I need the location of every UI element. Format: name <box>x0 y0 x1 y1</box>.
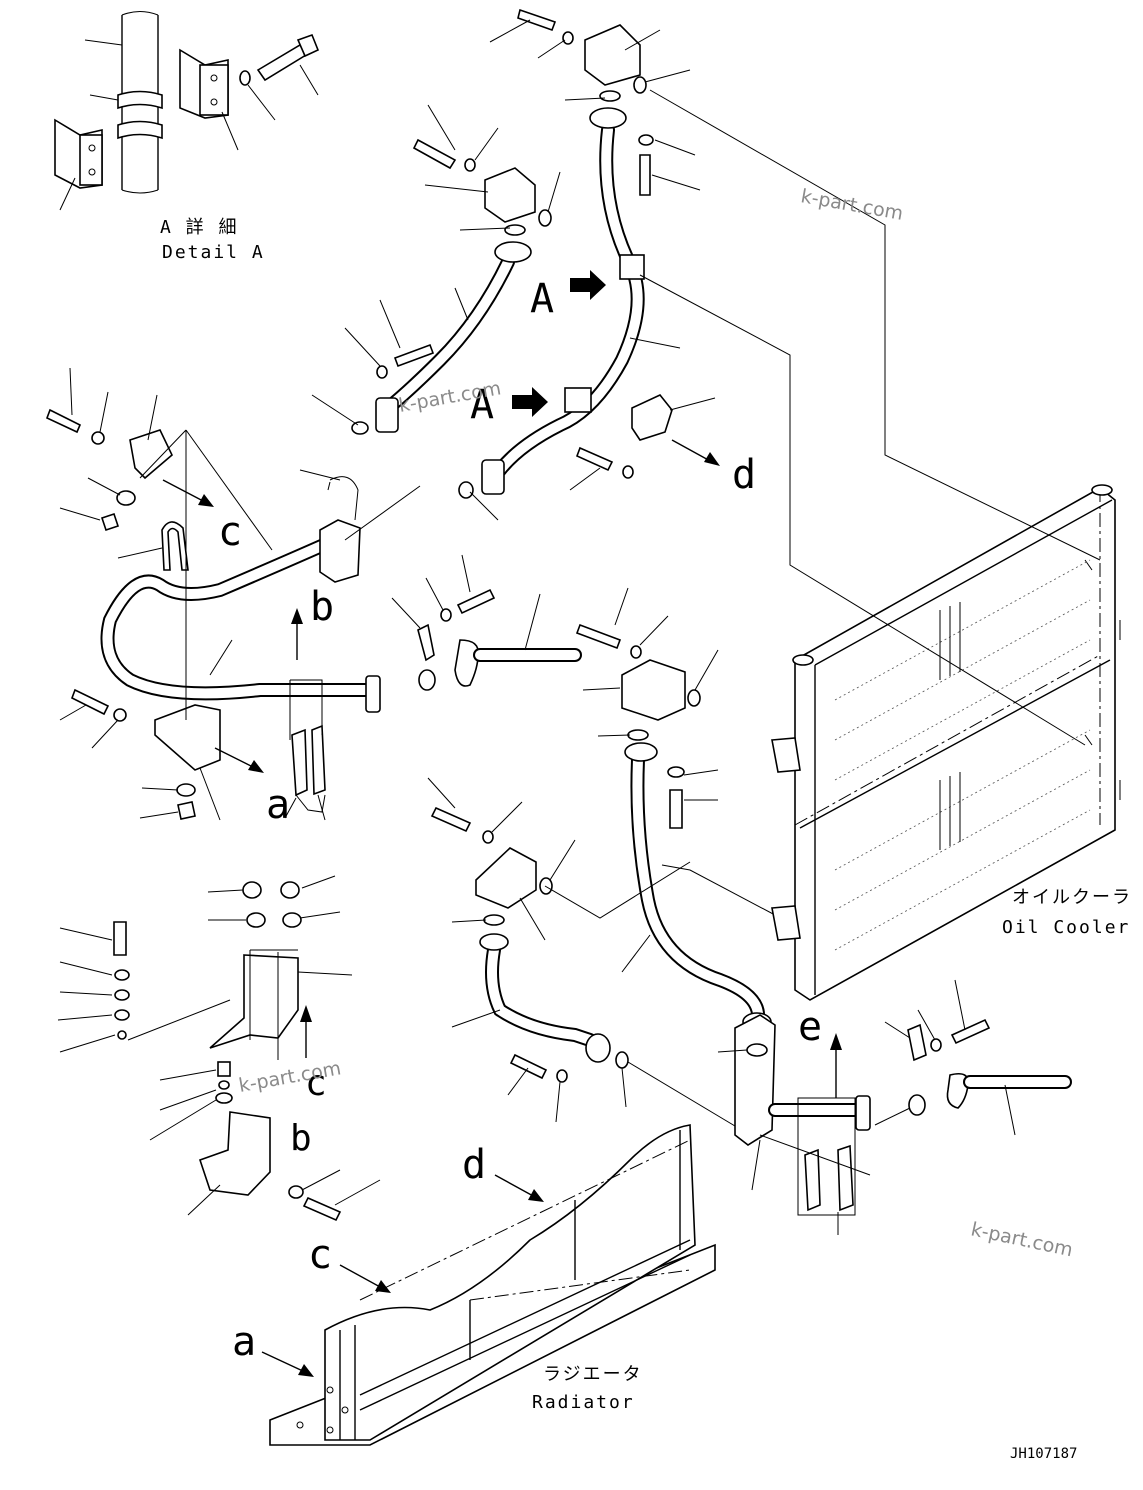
arrow-e-icon <box>830 1033 842 1050</box>
connector-block-lower <box>475 847 537 909</box>
bracket-b-lower <box>198 1111 271 1196</box>
middle-right-hose <box>621 742 776 1032</box>
radiator-jp-label: ラジエータ <box>543 1364 643 1385</box>
tube-block <box>319 519 361 583</box>
watermark-4: k-part.com <box>969 1218 1075 1261</box>
arrow-b-upper-icon <box>291 608 303 624</box>
bracket-b-upper <box>209 954 299 1049</box>
drawing-code: JH107187 <box>1010 1446 1077 1462</box>
callout-a-left: a <box>266 782 290 828</box>
split-flange-left <box>454 639 479 687</box>
detail-a-group: A 詳 細 Detail A <box>54 11 320 263</box>
radiator-en-label: Radiator <box>532 1392 635 1413</box>
bracket-c <box>129 429 173 480</box>
connector-block-left <box>484 167 536 223</box>
arrow-A-upper-icon <box>570 270 606 300</box>
flange-right-bottom <box>481 459 505 495</box>
bracket-a <box>154 704 221 771</box>
arrow-c-lower-icon <box>300 1005 312 1022</box>
callout-b-upper: b <box>310 584 334 630</box>
callout-A-upper: A <box>530 276 554 322</box>
callout-A-lower: A <box>470 382 494 428</box>
radiator: a c d ラジエータ Radiator <box>232 1124 716 1446</box>
arrow-a-bottom-icon <box>298 1364 314 1377</box>
watermark-1: k-part.com <box>799 185 905 225</box>
callout-d-right: d <box>732 452 756 498</box>
upper-hose-assembly: A A d <box>311 8 756 521</box>
oil-cooler-jp-label: オイルクーラ <box>1012 887 1132 908</box>
callout-a-bottom: a <box>232 1319 256 1365</box>
u-bolt <box>161 521 189 571</box>
connector-block-top <box>584 24 641 86</box>
callout-c-lower: c <box>305 1063 327 1104</box>
connector-block-e <box>734 1014 776 1146</box>
lower-middle-assembly <box>427 777 751 1136</box>
oil-cooler-en-label: Oil Cooler <box>1002 917 1130 938</box>
middle-connection <box>391 554 719 741</box>
watermark-3: k-part.com <box>237 1057 343 1097</box>
arrow-c-upper-icon <box>198 494 214 507</box>
flange-left-bottom <box>375 397 399 433</box>
flange-top <box>589 107 627 129</box>
connector-block-middle <box>621 659 686 721</box>
oil-cooler: オイルクーラ Oil Cooler <box>639 89 1132 1176</box>
callout-c-bottom: c <box>308 1232 332 1278</box>
half-clamp <box>417 623 435 662</box>
detail-a-jp-label: A 詳 細 <box>160 217 239 238</box>
arrow-d-bottom-icon <box>528 1189 544 1202</box>
lower-left-brackets: c b <box>57 875 381 1222</box>
flange-left-top <box>494 241 532 263</box>
arrow-d-right-icon <box>704 452 720 466</box>
left-tube-assembly: c b a <box>45 367 436 828</box>
callout-b-lower: b <box>290 1118 312 1159</box>
hose-clamp-lower <box>564 387 592 413</box>
callout-d-bottom: d <box>462 1142 486 1188</box>
arrow-A-lower-icon <box>512 387 548 417</box>
lower-right-fitting: e <box>717 979 1072 1235</box>
arrow-c-bottom-icon <box>375 1280 391 1293</box>
callout-c-upper: c <box>218 509 242 555</box>
bracket-d <box>631 394 673 441</box>
arrow-a-left-icon <box>248 760 264 773</box>
callout-e: e <box>798 1004 822 1050</box>
detail-a-en-label: Detail A <box>162 242 265 263</box>
